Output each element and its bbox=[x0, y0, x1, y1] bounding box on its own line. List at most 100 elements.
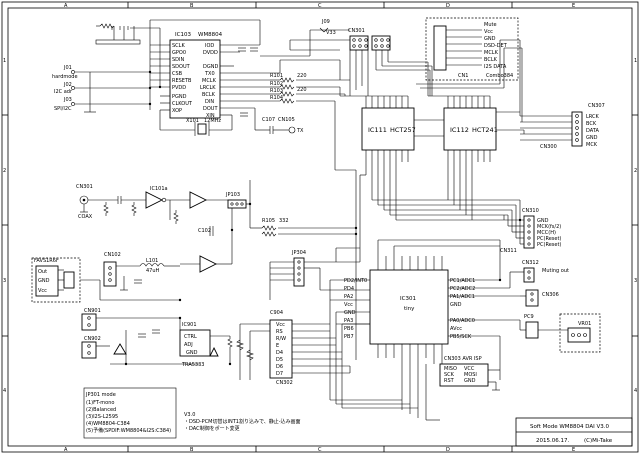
svg-text:I2S DATA: I2S DATA bbox=[484, 64, 507, 70]
svg-text:CN311: CN311 bbox=[500, 248, 517, 254]
svg-text:SDIN: SDIN bbox=[172, 57, 184, 63]
cn302-lcd: C904 Vcc RS R/W E D4 D5 D6 D7 CN302 bbox=[236, 310, 351, 386]
svg-text:GND: GND bbox=[38, 278, 50, 284]
svg-text:L101: L101 bbox=[146, 258, 158, 264]
svg-text:WM8804: WM8804 bbox=[198, 32, 223, 38]
svg-text:PA1/ADC1: PA1/ADC1 bbox=[450, 294, 475, 300]
ic111-hct257: IC111 HCT257 bbox=[361, 96, 416, 162]
jumper-inputs: J01 hardmode J02 I2C adr J03 SPI/I2C bbox=[52, 65, 150, 113]
svg-text:J09: J09 bbox=[321, 19, 330, 25]
ic103-wires bbox=[130, 19, 280, 116]
svg-text:RST: RST bbox=[444, 378, 455, 384]
svg-text:IC103: IC103 bbox=[175, 32, 191, 38]
svg-text:IC111: IC111 bbox=[368, 126, 387, 134]
svg-text:220: 220 bbox=[297, 87, 307, 93]
row-label: 1 bbox=[634, 58, 637, 64]
svg-text:E: E bbox=[276, 343, 279, 349]
svg-text:R/W: R/W bbox=[276, 336, 286, 342]
svg-text:V3.0: V3.0 bbox=[184, 412, 195, 418]
svg-text:PC9: PC9 bbox=[524, 314, 534, 320]
svg-text:hardmode: hardmode bbox=[52, 74, 78, 80]
svg-text:GND: GND bbox=[186, 350, 198, 356]
svg-text:HCT257: HCT257 bbox=[390, 126, 416, 134]
svg-text:MCK: MCK bbox=[586, 142, 598, 148]
svg-text:CN310: CN310 bbox=[522, 208, 539, 214]
r105: R105 332 bbox=[250, 218, 356, 237]
svg-text:C107: C107 bbox=[262, 117, 275, 123]
svg-text:CN102: CN102 bbox=[104, 252, 121, 258]
svg-text:PA0/ADC0: PA0/ADC0 bbox=[450, 318, 475, 324]
svg-text:GND: GND bbox=[537, 218, 549, 224]
svg-text:DGND: DGND bbox=[203, 64, 218, 70]
svg-text:CN301: CN301 bbox=[76, 184, 93, 190]
svg-text:PD2/INT0: PD2/INT0 bbox=[344, 278, 367, 284]
jp301-notes: JP301 mode (1)FT-mono (2)Balanced (3)I2S… bbox=[83, 387, 177, 439]
svg-text:Muting out: Muting out bbox=[542, 268, 569, 274]
svg-text:JP103: JP103 bbox=[225, 192, 240, 198]
svg-text:D5: D5 bbox=[276, 357, 283, 363]
svg-text:PC(Reset): PC(Reset) bbox=[537, 242, 561, 248]
svg-text:PB6: PB6 bbox=[344, 326, 354, 332]
svg-text:CN300: CN300 bbox=[540, 144, 557, 150]
svg-text:I2C adr: I2C adr bbox=[54, 89, 73, 95]
svg-text:MCC(H): MCC(H) bbox=[537, 230, 556, 236]
svg-text:ADJ: ADJ bbox=[184, 342, 193, 348]
j09-v33: J09 V33 bbox=[319, 19, 336, 36]
svg-text:Out: Out bbox=[38, 269, 47, 275]
bus-wiring-top bbox=[260, 29, 522, 170]
svg-text:Mute: Mute bbox=[484, 22, 497, 28]
svg-text:(4)WM8804-C384: (4)WM8804-C384 bbox=[86, 421, 130, 427]
cn1-combo384: Mute Vcc GND DSD-DET MCLK BCLK I2S DATA … bbox=[425, 17, 519, 81]
svg-text:IC301: IC301 bbox=[400, 296, 416, 302]
svg-text:PVDD: PVDD bbox=[172, 85, 186, 91]
svg-text:DOUT: DOUT bbox=[203, 106, 218, 112]
svg-text:CN901: CN901 bbox=[84, 308, 101, 314]
crystal-x101: X101 12MHz bbox=[159, 110, 233, 136]
svg-text:DVDD: DVDD bbox=[203, 50, 218, 56]
svg-text:HCT241: HCT241 bbox=[472, 126, 498, 134]
svg-text:MCLK: MCLK bbox=[484, 50, 499, 56]
svg-text:PC1/ADC1: PC1/ADC1 bbox=[450, 278, 475, 284]
svg-text:IC901: IC901 bbox=[182, 322, 197, 328]
svg-text:RS: RS bbox=[276, 329, 283, 335]
cn310: CN310 GND MCK(fs/2) MCC(H) PC(Reset) PC(… bbox=[500, 205, 561, 254]
cn301-header: CN301 bbox=[348, 28, 391, 51]
jp304: JP304 bbox=[269, 250, 370, 300]
svg-text:C904: C904 bbox=[270, 310, 283, 316]
vr01: VR01 bbox=[538, 313, 601, 353]
svg-text:JP301 mode: JP301 mode bbox=[85, 392, 116, 398]
svg-text:CN1: CN1 bbox=[458, 73, 468, 79]
resistors-r101-r104: R101 R102 R103 R104 220 220 bbox=[260, 73, 350, 104]
svg-text:PGND: PGND bbox=[172, 94, 187, 100]
row-label: 3 bbox=[634, 278, 637, 284]
svg-text:(C)Mi-Take: (C)Mi-Take bbox=[584, 438, 613, 444]
svg-text:TRA5333: TRA5333 bbox=[181, 362, 204, 368]
col-label: B bbox=[190, 3, 194, 9]
svg-text:VR01: VR01 bbox=[578, 321, 591, 327]
svg-text:BCLK: BCLK bbox=[484, 57, 498, 63]
svg-text:XIN: XIN bbox=[206, 113, 215, 119]
svg-text:Vcc: Vcc bbox=[344, 302, 353, 308]
ic103-caps bbox=[238, 47, 258, 117]
bus-wiring-middle bbox=[329, 162, 521, 418]
svg-text:PC(Reset): PC(Reset) bbox=[537, 236, 561, 242]
svg-text:XOP: XOP bbox=[172, 108, 182, 114]
svg-text:・DAC制御をポート変更: ・DAC制御をポート変更 bbox=[184, 425, 240, 432]
svg-text:J02: J02 bbox=[63, 82, 72, 88]
svg-text:R101: R101 bbox=[270, 73, 283, 79]
cn312-muting: CN312 Muting out bbox=[509, 260, 569, 288]
svg-text:LRCK: LRCK bbox=[586, 114, 600, 120]
svg-text:PA2: PA2 bbox=[344, 294, 353, 300]
svg-text:COAX: COAX bbox=[78, 214, 93, 220]
svg-text:PB5/SCK: PB5/SCK bbox=[450, 334, 472, 340]
svg-text:R102: R102 bbox=[270, 81, 283, 87]
svg-text:SPI/I2C: SPI/I2C bbox=[54, 106, 72, 112]
ic101a-buffer: IC101a bbox=[145, 186, 232, 224]
ic301-mcu: IC301 tiny PD2/INT0 PD4 PA2 Vcc GND PA3 … bbox=[344, 256, 475, 358]
svg-text:GND: GND bbox=[344, 310, 356, 316]
svg-text:PC2/ADC2: PC2/ADC2 bbox=[450, 286, 475, 292]
svg-text:PB7: PB7 bbox=[344, 334, 354, 340]
svg-text:tiny: tiny bbox=[404, 306, 415, 312]
